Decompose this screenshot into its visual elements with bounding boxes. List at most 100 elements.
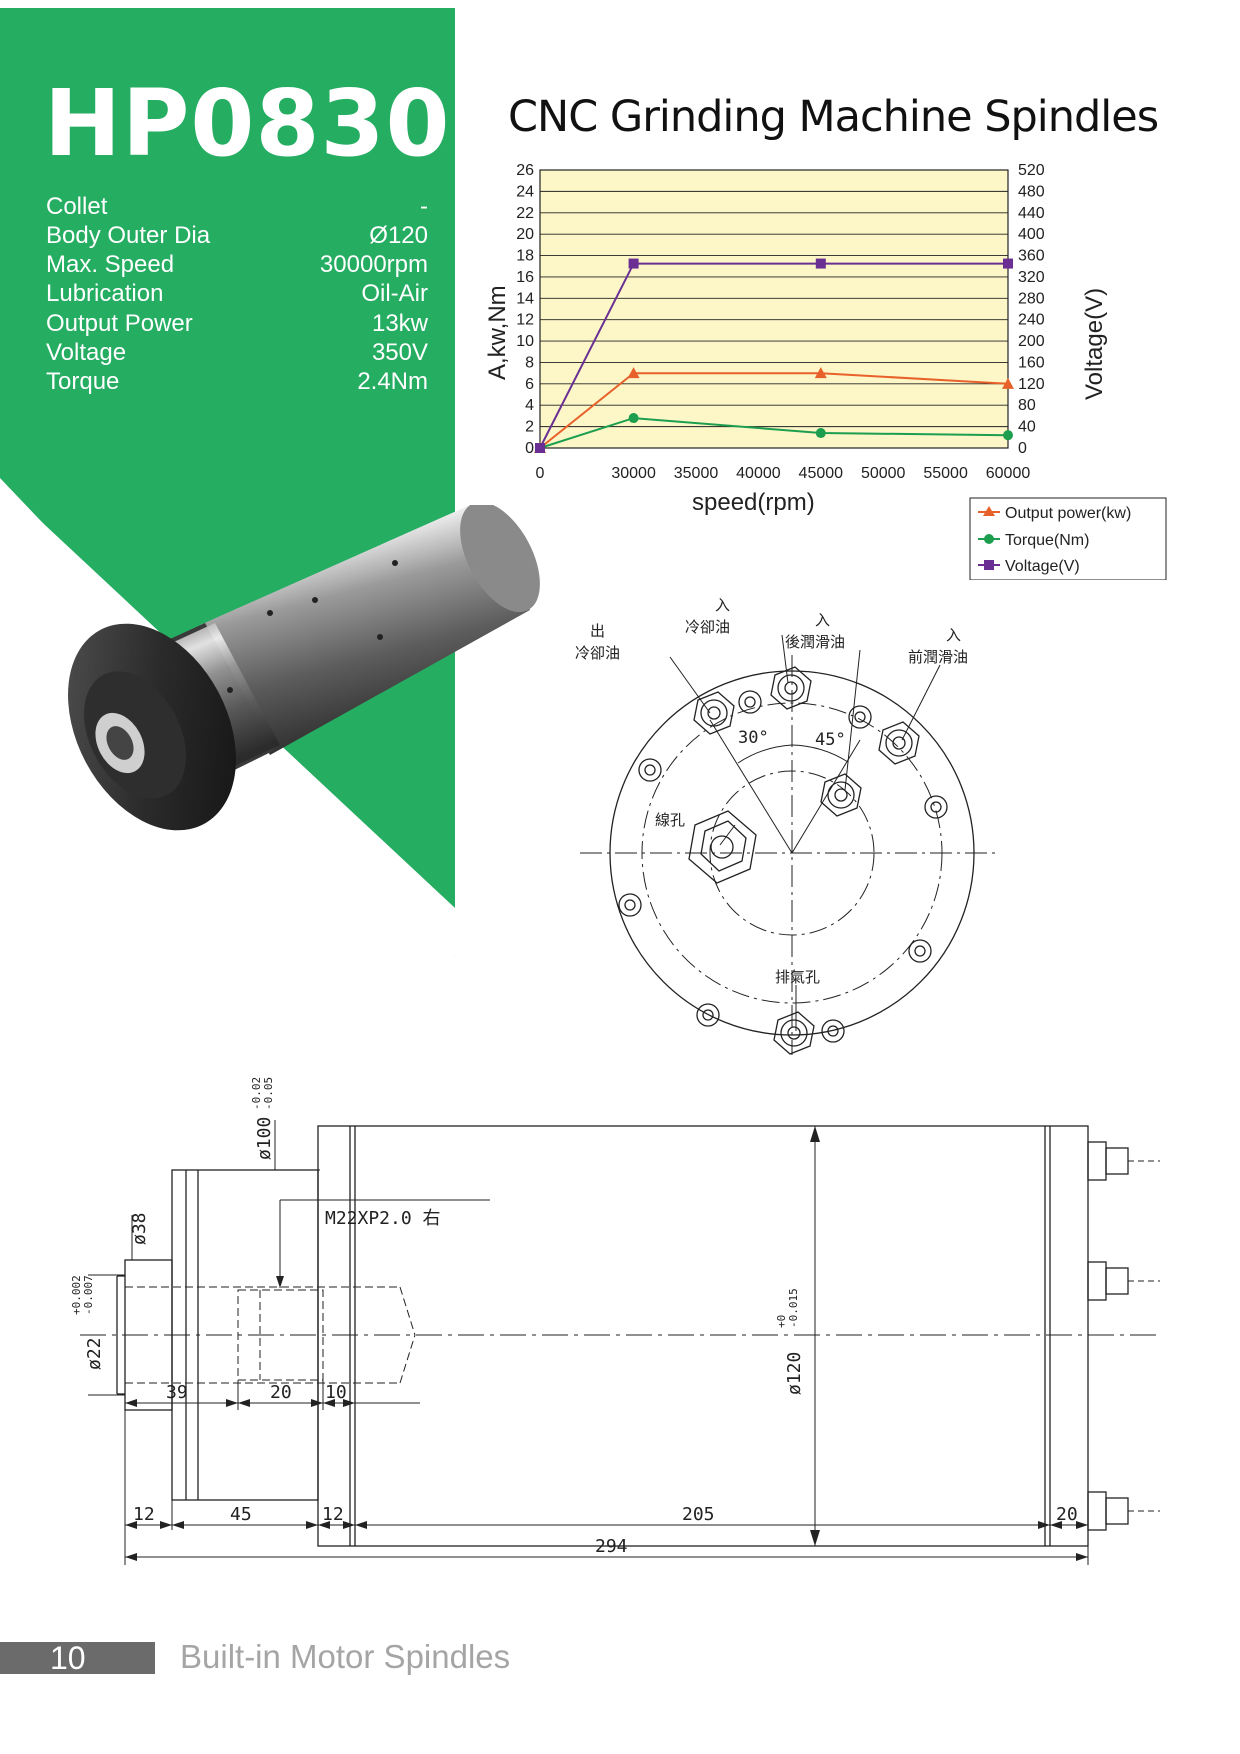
spec-value: 13kw: [371, 310, 428, 337]
label-angle-45: 45°: [815, 730, 846, 750]
spec-row: Body Outer Dia Ø120: [46, 222, 428, 251]
spec-label: Torque: [46, 368, 120, 395]
spec-label: Output Power: [46, 310, 193, 337]
dim-d100-tol-up: -0.02: [250, 1077, 263, 1110]
data-point: [1003, 430, 1013, 441]
y-tick-label: 8: [525, 354, 534, 371]
footer-section-title: Built-in Motor Spindles: [180, 1638, 511, 1675]
coolant-out-fitting: [693, 691, 735, 735]
exhaust-fitting: [773, 1011, 815, 1055]
spec-value: 2.4Nm: [357, 368, 428, 395]
dim-205: 205: [682, 1504, 715, 1525]
data-point: [815, 428, 826, 439]
label-coolant-out-2: 冷卻油: [575, 644, 620, 662]
legend-square-icon: [984, 560, 994, 570]
spec-value: 30000rpm: [319, 251, 428, 278]
label-angle-30: 30°: [738, 728, 769, 748]
spec-row: Lubrication Oil-Air: [46, 280, 428, 309]
dim-45: 45: [230, 1504, 252, 1525]
label-wire-hole: 線孔: [655, 811, 685, 829]
dim-d22-tol-up: +0.002: [70, 1275, 83, 1315]
dim-10: 10: [325, 1382, 347, 1403]
wire-hole-fitting: [688, 810, 757, 884]
x-tick-label: 35000: [674, 465, 719, 482]
y2-tick-label: 120: [1018, 376, 1045, 393]
x-tick-label: 0: [536, 465, 545, 482]
y-tick-label: 14: [516, 290, 534, 307]
label-front-lube-1: 入: [946, 626, 961, 644]
y2-tick-label: 160: [1018, 354, 1045, 371]
dim-12b: 12: [322, 1504, 344, 1525]
y2-tick-label: 360: [1018, 248, 1045, 265]
y2-tick-label: 480: [1018, 183, 1045, 200]
x-tick-label: 55000: [923, 465, 968, 482]
dim-d22-tol-dn: -0.007: [82, 1275, 95, 1315]
label-coolant-in-2: 冷卻油: [685, 618, 730, 636]
dim-12a: 12: [133, 1504, 155, 1525]
dim-294: 294: [595, 1536, 628, 1557]
x-tick-label: 40000: [736, 465, 781, 482]
y2-tick-label: 0: [1018, 440, 1027, 457]
rear-fittings: [1087, 1141, 1160, 1531]
dim-d100: ø100: [254, 1117, 275, 1160]
label-coolant-out-1: 出: [590, 622, 605, 640]
series-line: [539, 372, 1009, 449]
spec-row: Output Power 13kw: [46, 310, 428, 339]
chart-legend: Output power(kw) Torque(Nm) Voltage(V): [969, 497, 1167, 580]
dim-d120: ø120: [784, 1352, 805, 1395]
label-rear-lube-2: 後潤滑油: [785, 633, 845, 651]
mounting-holes: [618, 690, 948, 1043]
coolant-in-fitting: [770, 666, 812, 710]
spec-value: Ø120: [369, 222, 428, 249]
x-tick-label: 60000: [986, 465, 1031, 482]
spec-label: Body Outer Dia: [46, 222, 211, 249]
rear-lube-fitting: [820, 773, 862, 817]
legend-circle-icon: [984, 534, 994, 544]
series-line: [539, 417, 1009, 449]
spec-label: Lubrication: [46, 280, 164, 307]
chart-title: CNC Grinding Machine Spindles: [508, 92, 1159, 142]
y-tick-label: 26: [516, 162, 534, 179]
y2-tick-label: 440: [1018, 205, 1045, 222]
y-tick-label: 6: [525, 376, 534, 393]
y2-tick-label: 320: [1018, 269, 1045, 286]
y-tick-label: 12: [516, 312, 534, 329]
data-point: [815, 258, 826, 269]
x-axis-label: speed(rpm): [692, 489, 815, 516]
x-tick-label: 30000: [611, 465, 656, 482]
spec-value: Oil-Air: [361, 280, 428, 307]
spindle-product-image: [68, 505, 540, 831]
dim-d120-tol-dn: -0.015: [787, 1288, 800, 1328]
data-point: [628, 413, 639, 424]
dim-d100-tol-dn: -0.05: [262, 1077, 275, 1110]
model-title: HP0830: [44, 70, 451, 177]
data-point: [1003, 258, 1013, 269]
spec-value: 350V: [371, 339, 428, 366]
y2-tick-label: 40: [1018, 419, 1036, 436]
y2-tick-label: 520: [1018, 162, 1045, 179]
label-coolant-in-1: 入: [715, 596, 730, 614]
y-tick-label: 20: [516, 226, 534, 243]
spec-label: Max. Speed: [46, 251, 175, 278]
side-view-drawing: ø100 -0.02 -0.05 ø38 ø22 +0.002 -0.007 M…: [70, 1077, 1160, 1565]
data-point: [535, 443, 545, 453]
dim-d38: ø38: [129, 1212, 150, 1245]
y-tick-label: 10: [516, 333, 534, 350]
y-tick-label: 2: [525, 419, 534, 436]
dim-d120-tol-up: +0: [775, 1315, 788, 1328]
spec-row: Max. Speed 30000rpm: [46, 251, 428, 280]
label-exhaust-hole: 排氣孔: [775, 968, 820, 986]
x-tick-label: 45000: [799, 465, 844, 482]
legend-entry: Torque(Nm): [1005, 532, 1089, 549]
spec-label: Collet: [46, 193, 108, 220]
y-tick-label: 0: [525, 440, 534, 457]
legend-triangle-icon: [983, 506, 995, 516]
y2-axis-label: Voltage(V): [1081, 288, 1108, 400]
dim-39: 39: [166, 1382, 188, 1403]
page-number: 10: [50, 1640, 86, 1676]
y2-tick-label: 200: [1018, 333, 1045, 350]
y2-tick-label: 400: [1018, 226, 1045, 243]
legend-entry: Output power(kw): [1005, 505, 1131, 522]
data-point: [814, 367, 827, 379]
